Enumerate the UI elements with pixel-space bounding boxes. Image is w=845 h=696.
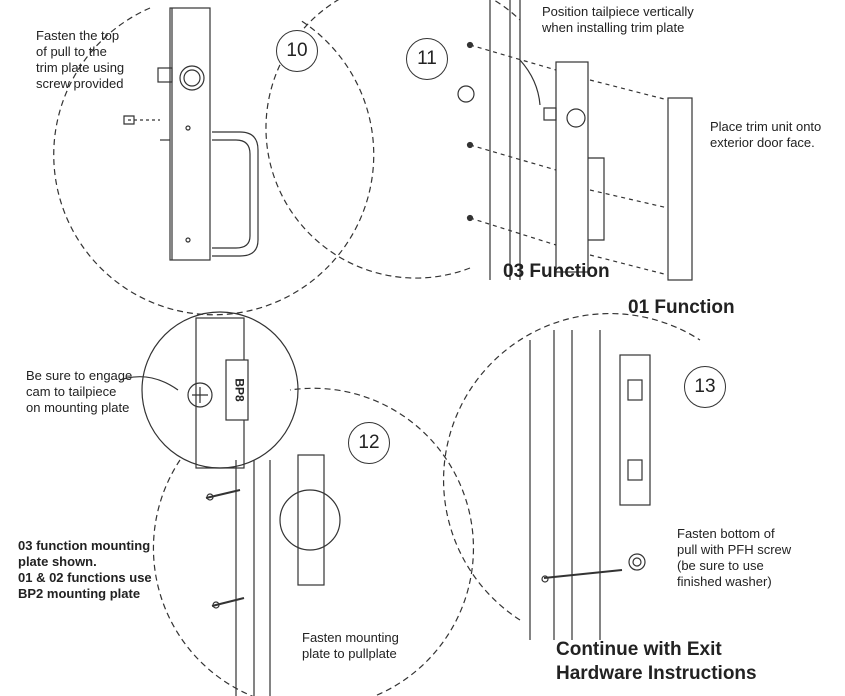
step-number-13: 13 — [684, 366, 726, 408]
step-12-note-cam: Be sure to engage cam to tailpiece on mo… — [26, 368, 133, 415]
step-11-illustration — [265, 0, 693, 281]
step-13-illustration — [443, 312, 701, 640]
step-10-note: Fasten the top of pull to the trim plate… — [36, 28, 125, 91]
step-number-11: 11 — [406, 38, 448, 80]
step-12-note-fasten: Fasten mounting plate to pullplate — [302, 630, 399, 661]
continue-instructions: Continue with Exit Hardware Instructions — [556, 639, 757, 684]
step-11-note-tailpiece: Position tailpiece vertically when insta… — [542, 4, 694, 35]
function-01-label: 01 Function — [628, 297, 735, 318]
step-12-note-mounting-plate: 03 function mounting plate shown. 01 & 0… — [18, 538, 152, 601]
bp8-plate-marking: BP8 — [232, 378, 247, 402]
step-11-note-trim: Place trim unit onto exterior door face. — [710, 119, 822, 150]
step-number-10: 10 — [276, 30, 318, 72]
function-03-label: 03 Function — [503, 261, 610, 282]
step-number-12: 12 — [348, 422, 390, 464]
step-13-note: Fasten bottom of pull with PFH screw (be… — [677, 526, 792, 589]
step-12-illustration — [119, 311, 475, 696]
